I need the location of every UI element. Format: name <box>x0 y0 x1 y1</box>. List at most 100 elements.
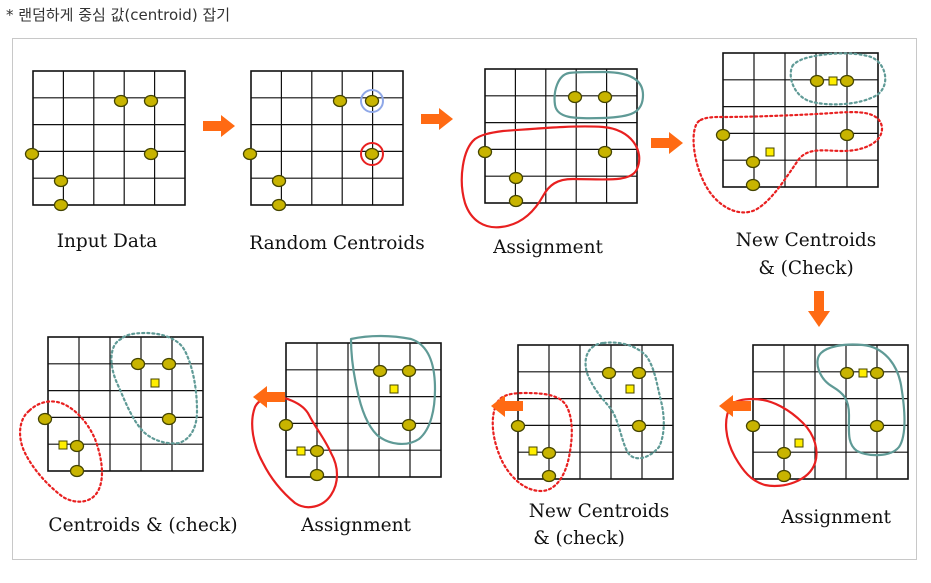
data-point <box>113 94 129 108</box>
step-label: Assignment <box>300 515 411 536</box>
grid-panel-3 <box>484 68 638 204</box>
cluster-outline-red <box>491 391 573 493</box>
cluster-outline-teal <box>110 331 199 445</box>
grid-border <box>752 344 909 480</box>
data-point <box>161 412 177 426</box>
step-label: New Centroids <box>529 501 670 522</box>
cluster-outline-red <box>251 395 339 509</box>
data-point <box>839 74 855 88</box>
flow-arrow <box>719 395 751 417</box>
cluster-outline-red <box>19 400 104 503</box>
data-point <box>776 469 792 483</box>
step-label: & (Check) <box>758 258 853 279</box>
cluster-outline-teal <box>349 334 437 445</box>
cluster-outline-teal <box>553 70 645 120</box>
initial-centroid-ring-red <box>360 142 384 166</box>
caption: * 랜덤하게 중심 값(centroid) 잡기 <box>6 6 231 24</box>
grid-panel-6 <box>517 344 674 480</box>
data-point <box>510 419 526 433</box>
data-point <box>597 90 613 104</box>
centroid-marker <box>794 438 804 448</box>
data-point <box>631 366 647 380</box>
data-point <box>745 178 761 192</box>
flow-arrow <box>808 291 830 327</box>
data-point <box>24 147 40 161</box>
data-point <box>776 446 792 460</box>
cluster-outline-teal <box>816 343 906 457</box>
flow-arrow <box>491 395 523 417</box>
data-point <box>869 366 885 380</box>
data-point <box>541 446 557 460</box>
data-point <box>477 145 493 159</box>
data-point <box>541 469 557 483</box>
data-point <box>508 171 524 185</box>
data-point <box>271 174 287 188</box>
data-point <box>715 128 731 142</box>
step-label: Input Data <box>57 231 158 252</box>
centroid-marker <box>765 147 775 157</box>
centroid-marker <box>528 446 538 456</box>
data-point <box>839 366 855 380</box>
grid-border <box>32 70 186 206</box>
data-point <box>161 357 177 371</box>
flow-arrow <box>421 108 453 130</box>
data-point <box>332 94 348 108</box>
grid-panel-5 <box>752 344 909 480</box>
centroid-marker <box>828 76 838 86</box>
data-point <box>401 418 417 432</box>
step-label: Assignment <box>492 237 603 258</box>
centroid-marker <box>58 440 68 450</box>
data-point <box>143 94 159 108</box>
centroid-marker <box>625 384 635 394</box>
data-point <box>401 364 417 378</box>
cluster-outline-red <box>460 125 641 229</box>
grid-panel-7 <box>285 342 442 478</box>
flow-arrow <box>651 132 683 154</box>
data-point <box>69 464 85 478</box>
data-point <box>869 419 885 433</box>
data-point <box>745 155 761 169</box>
grid-border <box>517 344 674 480</box>
data-point <box>278 418 294 432</box>
data-point <box>839 128 855 142</box>
centroid-marker <box>389 384 399 394</box>
grid-border <box>285 342 442 478</box>
centroid-marker <box>858 368 868 378</box>
flow-arrow <box>253 386 285 408</box>
data-point <box>271 198 287 212</box>
data-point <box>309 444 325 458</box>
grid-border <box>484 68 638 204</box>
centroid-marker <box>150 378 160 388</box>
data-point <box>372 364 388 378</box>
cluster-outline-red <box>692 110 884 214</box>
data-point <box>745 419 761 433</box>
data-point <box>809 74 825 88</box>
cluster-outline-red <box>725 397 818 488</box>
grid-panel-8 <box>47 336 204 472</box>
grid-panel-4 <box>722 52 879 188</box>
data-point <box>143 147 159 161</box>
step-label: Assignment <box>780 507 891 528</box>
data-point <box>567 90 583 104</box>
data-point <box>601 366 617 380</box>
data-point <box>53 198 69 212</box>
cluster-outline-teal <box>584 341 665 460</box>
grid-border <box>47 336 204 472</box>
data-point <box>53 174 69 188</box>
grid-border <box>722 52 879 188</box>
data-point <box>364 94 380 108</box>
centroid-marker <box>296 446 306 456</box>
data-point <box>597 145 613 159</box>
step-label: New Centroids <box>736 230 877 251</box>
grid-border <box>250 70 404 206</box>
cluster-outline-teal <box>789 52 887 106</box>
data-point <box>364 147 380 161</box>
data-point <box>37 412 53 426</box>
step-label: Centroids & (check) <box>48 515 237 536</box>
step-label: & (check) <box>533 528 625 549</box>
data-point <box>130 357 146 371</box>
data-point <box>242 147 258 161</box>
initial-centroid-ring-blue <box>360 89 384 113</box>
